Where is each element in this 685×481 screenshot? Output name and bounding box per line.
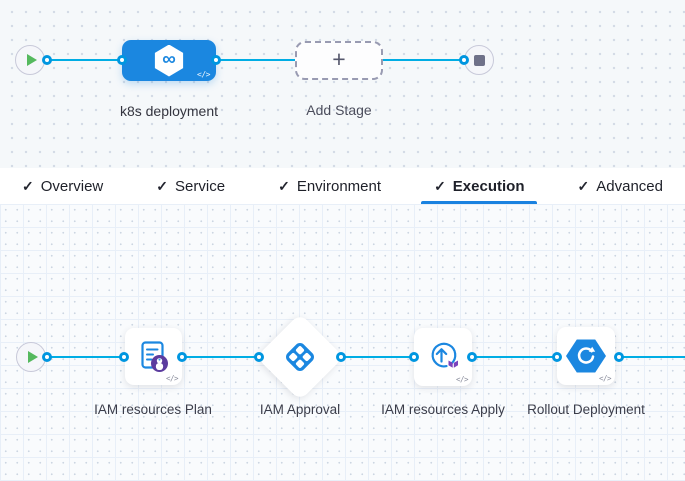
connector-dot[interactable] xyxy=(459,55,469,65)
stage-label: k8s deployment xyxy=(119,103,219,119)
check-icon: ✓ xyxy=(156,177,169,194)
plus-icon: + xyxy=(332,46,346,72)
step-node-iam-resources-plan[interactable]: </> xyxy=(125,328,182,385)
step-code-badge-icon: </> xyxy=(455,375,469,384)
step-label-iam-approval: IAM Approval xyxy=(259,402,341,417)
connector-line xyxy=(472,356,557,358)
connector-line xyxy=(341,356,414,358)
play-icon xyxy=(27,351,38,363)
connector-line xyxy=(618,356,685,358)
stage-node-k8s-deployment[interactable]: ∞ </> xyxy=(122,40,216,81)
tab-advanced[interactable]: ✓ Advanced xyxy=(565,168,676,204)
step-label-iam-resources-apply: IAM resources Apply xyxy=(381,402,505,417)
connector-line xyxy=(182,356,259,358)
connector-line xyxy=(47,59,123,61)
connector-dot[interactable] xyxy=(336,352,346,362)
play-icon xyxy=(26,54,37,66)
step-code-badge-icon: </> xyxy=(598,374,612,383)
connector-dot[interactable] xyxy=(467,352,477,362)
connector-dot[interactable] xyxy=(177,352,187,362)
check-icon: ✓ xyxy=(577,177,590,194)
step-code-badge-icon: </> xyxy=(165,374,179,383)
rollout-deployment-icon xyxy=(566,339,606,373)
step-label-rollout-deployment: Rollout Deployment xyxy=(527,402,645,417)
connector-dot[interactable] xyxy=(614,352,624,362)
step-node-rollout-deployment[interactable]: </> xyxy=(557,327,615,385)
deployment-stage-icon: ∞ xyxy=(154,44,184,77)
stage-graph-canvas: ∞ </> + k8s deployment Add Stage xyxy=(0,0,685,168)
connector-dot[interactable] xyxy=(211,55,221,65)
pipeline-start-button[interactable] xyxy=(15,45,45,75)
stage-config-tabbar: ✓ Overview ✓ Service ✓ Environment ✓ Exe… xyxy=(0,168,685,204)
connector-dot[interactable] xyxy=(254,352,264,362)
tab-service[interactable]: ✓ Service xyxy=(143,168,238,204)
connector-dot[interactable] xyxy=(119,352,129,362)
harness-approval-icon xyxy=(286,343,314,371)
tab-execution[interactable]: ✓ Execution xyxy=(421,168,538,204)
tab-label: Advanced xyxy=(596,177,663,195)
step-label-iam-resources-plan: IAM resources Plan xyxy=(94,402,212,417)
tab-label: Execution xyxy=(452,177,525,195)
terraform-plan-icon xyxy=(140,340,168,372)
infinity-glyph: ∞ xyxy=(162,49,176,70)
connector-line xyxy=(216,59,296,61)
add-stage-label: Add Stage xyxy=(306,102,372,118)
connector-dot[interactable] xyxy=(552,352,562,362)
tab-environment[interactable]: ✓ Environment xyxy=(265,168,394,204)
stage-code-badge-icon: </> xyxy=(197,70,210,79)
step-node-iam-approval[interactable] xyxy=(256,313,344,401)
execution-graph-canvas: </> xyxy=(0,204,685,481)
connector-dot[interactable] xyxy=(42,55,52,65)
connector-dot[interactable] xyxy=(409,352,419,362)
step-node-iam-resources-apply[interactable]: </> xyxy=(414,328,472,386)
tab-overview[interactable]: ✓ Overview xyxy=(9,168,116,204)
check-icon: ✓ xyxy=(278,177,290,194)
check-icon: ✓ xyxy=(434,177,446,194)
tab-label: Overview xyxy=(40,177,104,195)
stop-icon xyxy=(473,54,485,66)
connector-line xyxy=(47,356,124,358)
tab-label: Environment xyxy=(296,177,382,195)
terraform-apply-icon xyxy=(431,342,458,368)
check-icon: ✓ xyxy=(22,177,34,194)
add-stage-button[interactable]: + xyxy=(295,41,383,80)
execution-start-button[interactable] xyxy=(16,342,46,372)
pipeline-end-button[interactable] xyxy=(464,45,494,75)
connector-dot[interactable] xyxy=(117,55,127,65)
connector-dot[interactable] xyxy=(42,352,52,362)
tab-label: Service xyxy=(175,177,226,195)
connector-line xyxy=(383,59,464,61)
tab-active-underline xyxy=(421,201,538,204)
